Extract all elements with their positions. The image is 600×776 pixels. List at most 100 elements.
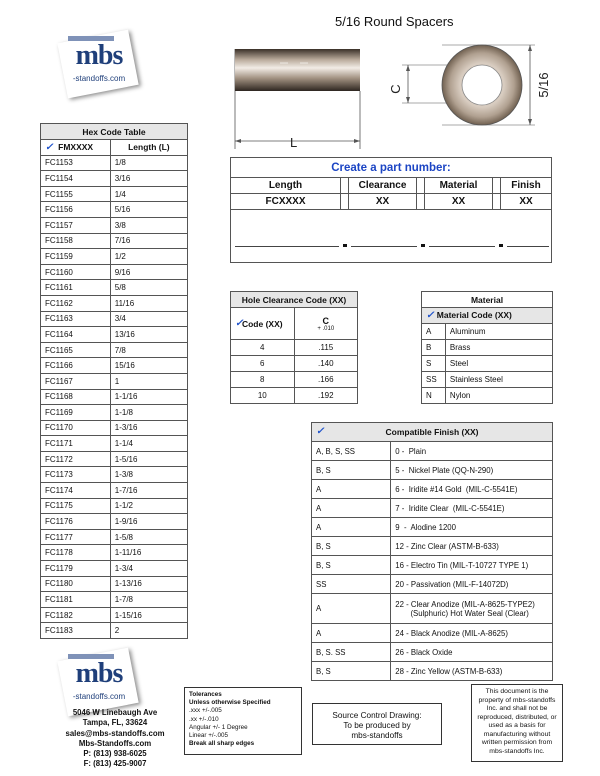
page-title: 5/16 Round Spacers [335, 14, 454, 29]
material-name-cell: Aluminum [444, 323, 554, 340]
hex-code-cell: FC1158 [40, 232, 111, 250]
hex-code-cell: FC1179 [40, 560, 111, 577]
material-table-title: Material [421, 291, 553, 308]
material-name-cell: Stainless Steel [444, 371, 554, 388]
hex-length-cell: 3/8 [109, 216, 189, 234]
hex-code-cell: FC1180 [40, 575, 111, 593]
part-number-entry-lines [231, 242, 551, 256]
material-name-cell: Steel [444, 355, 554, 372]
tolerances-box: Tolerances Unless otherwise Specified .x… [184, 687, 302, 755]
pn-col-clearance: Clearance [349, 178, 417, 193]
hex-code-cell: FC1178 [40, 544, 111, 562]
hole-c-cell: .115 [293, 339, 359, 356]
hex-col-code-header: ✓ FMXXXX [40, 139, 111, 156]
material-code-header: ✓ Material Code (XX) [421, 307, 553, 324]
finish-desc-cell: 0 - Plain [390, 441, 553, 461]
hole-c-cell: .140 [293, 355, 359, 372]
diameter-dimension-label: 5/16 [536, 72, 551, 97]
hex-length-cell: 15/16 [109, 357, 189, 374]
tolerances-title: Tolerances [189, 691, 222, 698]
address-website: Mbs-Standoffs.com [78, 738, 152, 748]
finish-desc-cell: 5 - Nickel Plate (QQ-N-290) [390, 460, 553, 480]
hex-code-cell: FC1170 [40, 419, 111, 437]
hex-code-cell: FC1162 [40, 294, 111, 312]
hex-length-cell: 1-7/8 [109, 591, 189, 608]
material-code-cell: SS [421, 371, 446, 388]
finish-desc-cell: 26 - Black Oxide [390, 642, 553, 662]
material-code-cell: S [421, 355, 446, 372]
hex-length-cell: 7/16 [109, 232, 189, 250]
hole-table-row: 10.192 [230, 387, 359, 404]
company-address: 5046 W Linebaugh Ave Tampa, FL, 33624 sa… [40, 708, 190, 770]
hex-length-cell: 1-5/16 [109, 450, 189, 468]
tolerance-line: Linear +/-.005 [189, 732, 229, 740]
finish-desc-cell: 6 - Iridite #14 Gold (MIL-C-5541E) [390, 479, 553, 499]
hex-length-cell: 1-1/16 [109, 388, 189, 406]
hole-clearance-table: Hole Clearance Code (XX) ✓ Code (XX) C +… [230, 291, 359, 404]
source-control-box: Source Control Drawing: To be produced b… [312, 703, 442, 745]
logo-mark: mbs [75, 658, 124, 689]
hex-code-table: Hex Code Table ✓ FMXXXX Length (L) FC115… [40, 123, 189, 639]
material-code-cell: A [421, 323, 446, 340]
hex-length-cell: 1-1/2 [109, 497, 189, 515]
hex-code-cell: FC1154 [40, 170, 111, 187]
source-control-line: mbs-standoffs [351, 731, 403, 740]
address-phone: P: (813) 938-6025 [83, 749, 147, 759]
hex-length-cell: 3/4 [109, 310, 189, 328]
hex-length-cell: 1-5/8 [109, 528, 189, 546]
pn-col-material: Material [425, 178, 493, 193]
hex-code-cell: FC1176 [40, 513, 111, 530]
address-fax: F: (813) 425-9007 [83, 759, 147, 769]
finish-material-cell: B, S [310, 555, 392, 575]
hex-length-cell: 1-3/4 [109, 560, 189, 577]
hex-length-cell: 1-1/4 [109, 435, 189, 452]
hex-code-cell: FC1182 [40, 606, 111, 624]
hex-code-cell: FC1183 [40, 622, 111, 639]
hex-code-cell: FC1169 [40, 404, 111, 421]
hex-length-cell: 1-3/8 [109, 466, 189, 484]
hex-code-cell: FC1159 [40, 248, 111, 265]
part-number-builder: Create a part number: Length Clearance M… [230, 157, 552, 263]
length-dimension-label: L [290, 135, 297, 150]
checkmark-icon: ✓ [426, 310, 435, 321]
checkmark-icon: ✓ [316, 426, 325, 437]
finish-material-cell: B, S. SS [310, 642, 392, 662]
finish-desc-cell: 22 - Clear Anodize (MIL-A-8625-TYPE2) (S… [390, 593, 553, 624]
logo-url: -standoffs.com [72, 692, 126, 701]
source-control-line: Source Control Drawing: [332, 711, 422, 720]
hex-length-cell: 1/2 [109, 248, 189, 265]
pn-val-material: XX [425, 194, 493, 209]
finish-material-cell: B, S [310, 661, 392, 681]
